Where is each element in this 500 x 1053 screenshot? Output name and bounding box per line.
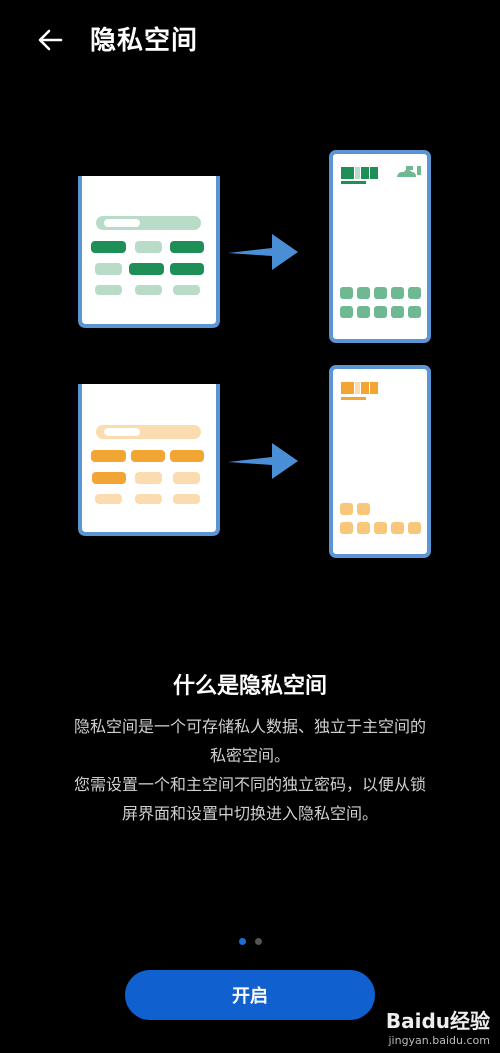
arrow-left-icon <box>38 29 63 51</box>
watermark-url: jingyan.baidu.com <box>388 1034 490 1047</box>
arrow-right-icon <box>228 443 298 479</box>
intro-heading: 什么是隐私空间 <box>172 674 327 699</box>
page-dot[interactable] <box>254 938 262 945</box>
intro-description: 隐私空间是一个可存储私人数据、独立于主空间的 私密空间。 您需设置一个和主空间不… <box>30 712 470 828</box>
intro-line: 隐私空间是一个可存储私人数据、独立于主空间的 <box>73 717 426 736</box>
intro-line: 您需设置一个和主空间不同的独立密码，以便从锁 <box>73 775 426 794</box>
intro-line: 屏界面和设置中切换进入隐私空间。 <box>121 804 378 823</box>
back-button[interactable] <box>32 22 68 58</box>
watermark: Baidu经验 jingyan.baidu.com <box>386 1005 490 1047</box>
private-space-phone-green <box>329 150 431 343</box>
private-space-illustration <box>78 150 431 558</box>
watermark-brand: Baidu经验 <box>385 1009 490 1033</box>
page-indicator <box>0 938 500 945</box>
page-title: 隐私空间 <box>90 26 199 56</box>
enable-button[interactable]: 开启 <box>125 970 375 1020</box>
app-header: 隐私空间 <box>0 0 500 80</box>
page-dot-active[interactable] <box>238 938 246 945</box>
main-space-card-orange <box>78 384 220 536</box>
intro-line: 私密空间。 <box>209 746 290 765</box>
private-space-phone-orange <box>329 365 431 558</box>
main-space-card-green <box>78 176 220 328</box>
arrow-right-icon <box>228 234 298 270</box>
